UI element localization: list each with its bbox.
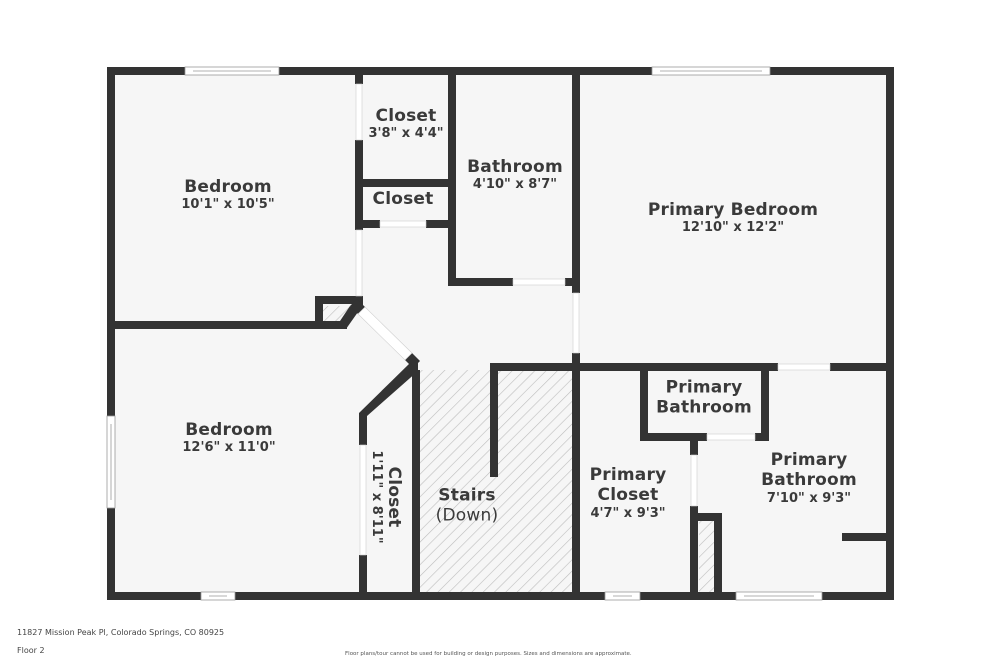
room-label-closet-1: Closet 3'8" x 4'4": [368, 106, 443, 142]
stairs-direction: (Down): [435, 506, 499, 526]
room-name: Bathroom: [467, 157, 563, 178]
door-bedroom-2: [357, 306, 413, 361]
shaft-hatch-left: [323, 306, 350, 323]
disclaimer: Floor plans/tour cannot be used for buil…: [345, 651, 632, 657]
room-dimensions: 4'7" x 9'3": [590, 505, 666, 521]
room-label-primary-bathroom-wc: Primary Bathroom: [654, 378, 754, 419]
walls: [107, 67, 894, 600]
room-dimensions: 1'11" x 8'11": [368, 450, 384, 544]
room-name: Primary Bathroom: [761, 449, 857, 491]
property-address: 11827 Mission Peak Pl, Colorado Springs,…: [17, 628, 225, 637]
room-label-primary-closet: Primary Closet 4'7" x 9'3": [583, 465, 673, 521]
room-label-bedroom-2: Bedroom 12'6" x 11'0": [182, 420, 275, 456]
room-name: Primary Closet: [589, 464, 667, 506]
room-name: Closet: [383, 466, 404, 528]
room-dimensions: 10'1" x 10'5": [181, 197, 275, 213]
room-name: Bedroom: [184, 177, 272, 198]
room-label-closet-2: Closet: [373, 189, 434, 209]
door-wc: [706, 433, 756, 441]
room-name: Primary Bathroom: [656, 377, 752, 418]
room-dimensions: 4'10" x 8'7": [472, 177, 558, 193]
door-primary-bedroom: [572, 292, 580, 354]
door-bedroom-1: [355, 229, 363, 297]
doors: [355, 83, 831, 556]
room-dimensions: 7'10" x 9'3": [766, 490, 852, 506]
room-name: Closet: [372, 188, 434, 209]
room-name: Stairs: [438, 485, 496, 506]
windows: [106, 66, 823, 601]
room-dimensions: 12'6" x 11'0": [182, 440, 276, 456]
room-label-stairs: Stairs (Down): [436, 486, 499, 527]
door-stairs: [418, 364, 490, 370]
floor-label: Floor 2: [17, 646, 45, 655]
room-dimensions: 12'10" x 12'2": [681, 220, 785, 236]
room-name: Primary Bedroom: [647, 200, 819, 221]
door-closet-1: [355, 83, 363, 141]
room-label-bedroom-1: Bedroom 10'1" x 10'5": [181, 177, 274, 213]
door-closet-3: [359, 444, 367, 556]
door-primary-bath: [777, 363, 831, 371]
room-label-bathroom: Bathroom 4'10" x 8'7": [467, 157, 563, 193]
door-primary-closet: [690, 454, 698, 507]
room-label-closet-3: Closet 1'11" x 8'11": [368, 450, 404, 543]
room-name: Closet: [375, 106, 437, 127]
room-label-primary-bedroom: Primary Bedroom 12'10" x 12'2": [648, 200, 818, 236]
room-name: Bedroom: [185, 420, 273, 441]
room-label-primary-bathroom: Primary Bathroom 7'10" x 9'3": [754, 450, 864, 506]
room-dimensions: 3'8" x 4'4": [368, 126, 444, 142]
shaft-hatch-right: [699, 520, 714, 593]
door-closet-2: [379, 220, 427, 228]
door-bathroom: [512, 278, 566, 286]
